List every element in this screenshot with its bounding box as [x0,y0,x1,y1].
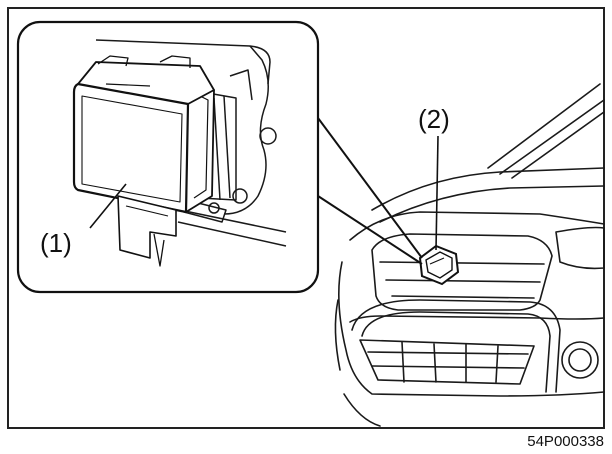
callout-label-1: (1) [40,228,72,258]
radar-sensor-detail [72,55,215,267]
vehicle-front [334,83,605,427]
figure-code: 54P000338 [527,433,604,450]
mounting-bracket [95,39,287,247]
callout-label-2: (2) [418,104,450,134]
radar-sensor-on-vehicle [418,244,460,286]
outer-frame [7,7,605,429]
leader-line-2 [435,135,439,251]
zoom-connector [317,117,423,265]
leader-line-1 [89,183,127,229]
